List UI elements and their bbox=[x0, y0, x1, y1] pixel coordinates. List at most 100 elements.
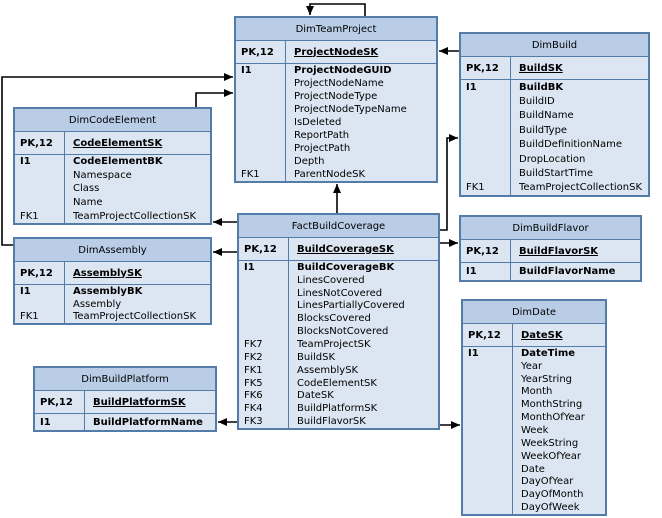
row-annotation-label bbox=[239, 299, 289, 313]
table-row: WeekOfYear bbox=[463, 449, 605, 463]
primary-key-field: BuildFlavorSK bbox=[519, 245, 599, 257]
table-row: LinesCovered bbox=[239, 273, 438, 287]
row-annotation-label bbox=[463, 488, 513, 502]
entity-title: DimAssembly bbox=[15, 239, 210, 262]
primary-key-field: DateSK bbox=[521, 329, 563, 341]
row-field-name: DateTime bbox=[521, 347, 576, 359]
row-annotation-label bbox=[463, 501, 513, 514]
row-annotation-label bbox=[461, 166, 511, 181]
row-annotation-label bbox=[463, 462, 513, 476]
table-row: ProjectNodeTypeName bbox=[236, 103, 436, 116]
key-annotation-label: PK,12 bbox=[236, 41, 286, 63]
row-field-name: ParentNodeSK bbox=[294, 169, 366, 180]
key-annotation-label: PK,12 bbox=[15, 132, 65, 154]
table-row: ProjectNodeName bbox=[236, 77, 436, 90]
row-annotation-label bbox=[236, 77, 286, 90]
table-row: BuildType bbox=[461, 123, 648, 138]
key-annotation-label: PK,12 bbox=[239, 238, 289, 260]
table-row: Class bbox=[15, 182, 210, 196]
row-annotation-label: I1 bbox=[461, 263, 511, 280]
row-field-name: WeekString bbox=[521, 437, 579, 449]
entity-title: FactBuildCoverage bbox=[239, 215, 438, 238]
row-field-name: DayOfWeek bbox=[521, 502, 580, 514]
primary-key-field: ProjectNodeSK bbox=[294, 46, 379, 58]
row-annotation-label: FK1 bbox=[239, 363, 289, 377]
table-row: Week bbox=[463, 424, 605, 437]
row-annotation-label: FK4 bbox=[239, 402, 289, 416]
row-annotation-label: FK7 bbox=[239, 338, 289, 351]
row-annotation-label bbox=[463, 385, 513, 399]
row-annotation-label bbox=[15, 182, 65, 196]
row-annotation-label: I1 bbox=[35, 414, 85, 430]
key-annotation-label: PK,12 bbox=[461, 57, 511, 79]
table-row: Date bbox=[463, 462, 605, 476]
key-annotation-label: PK,12 bbox=[35, 391, 85, 413]
row-field-name: Class bbox=[73, 183, 100, 195]
row-field-name: TeamProjectCollectionSK bbox=[73, 311, 197, 323]
entity-title: DimBuild bbox=[461, 34, 648, 57]
row-field-name: BuildPlatformName bbox=[93, 416, 203, 428]
row-annotation-label: FK6 bbox=[239, 389, 289, 403]
table-row: MonthString bbox=[463, 398, 605, 412]
row-field-name: BuildFlavorSK bbox=[297, 416, 366, 428]
primary-key-row: PK,12 ProjectNodeSK bbox=[236, 41, 436, 64]
row-annotation-label bbox=[463, 436, 513, 450]
row-annotation-label bbox=[239, 286, 289, 300]
primary-key-field: BuildCoverageSK bbox=[297, 243, 394, 255]
row-field-name: TeamProjectCollectionSK bbox=[519, 182, 643, 194]
table-row: BlocksNotCovered bbox=[239, 325, 438, 339]
table-row: BlocksCovered bbox=[239, 312, 438, 326]
row-annotation-label bbox=[461, 151, 511, 167]
row-field-name: Month bbox=[521, 386, 553, 398]
table-row: IsDeleted bbox=[236, 116, 436, 129]
row-field-name: TeamProjectCollectionSK bbox=[73, 210, 197, 222]
key-annotation-label: PK,12 bbox=[15, 262, 65, 284]
row-annotation-label bbox=[461, 108, 511, 124]
table-row: DayOfWeek bbox=[463, 501, 605, 514]
row-field-name: BuildCoverageBK bbox=[297, 261, 395, 273]
row-annotation-label: I1 bbox=[15, 285, 65, 298]
row-field-name: DateSK bbox=[297, 390, 334, 402]
row-annotation-label: FK3 bbox=[239, 415, 289, 428]
table-row: WeekString bbox=[463, 436, 605, 450]
row-field-name: WeekOfYear bbox=[521, 450, 581, 462]
row-annotation-label bbox=[463, 372, 513, 386]
row-annotation-label bbox=[463, 398, 513, 412]
row-field-name: ProjectNodeGUID bbox=[294, 65, 392, 76]
connector-FactBuildCoverage-to-DimBuild bbox=[440, 134, 458, 231]
table-row: MonthOfYear bbox=[463, 411, 605, 425]
table-row: FK6 DateSK bbox=[239, 389, 438, 403]
key-annotation-label: PK,12 bbox=[461, 240, 511, 262]
row-field-name: BuildFlavorName bbox=[519, 266, 616, 277]
primary-key-field: AssemblySK bbox=[73, 267, 142, 279]
entity-body: I1 BuildFlavorName bbox=[461, 263, 640, 280]
row-field-name: BuildSK bbox=[297, 351, 336, 363]
table-row: Namespace bbox=[15, 168, 210, 183]
row-field-name: LinesCovered bbox=[297, 274, 365, 286]
table-row: Month bbox=[463, 385, 605, 399]
row-field-name: LinesPartiallyCovered bbox=[297, 300, 405, 312]
table-row: LinesNotCovered bbox=[239, 286, 438, 300]
primary-key-row: PK,12 BuildCoverageSK bbox=[239, 238, 438, 261]
table-row: Depth bbox=[236, 155, 436, 168]
row-annotation-label bbox=[239, 273, 289, 287]
